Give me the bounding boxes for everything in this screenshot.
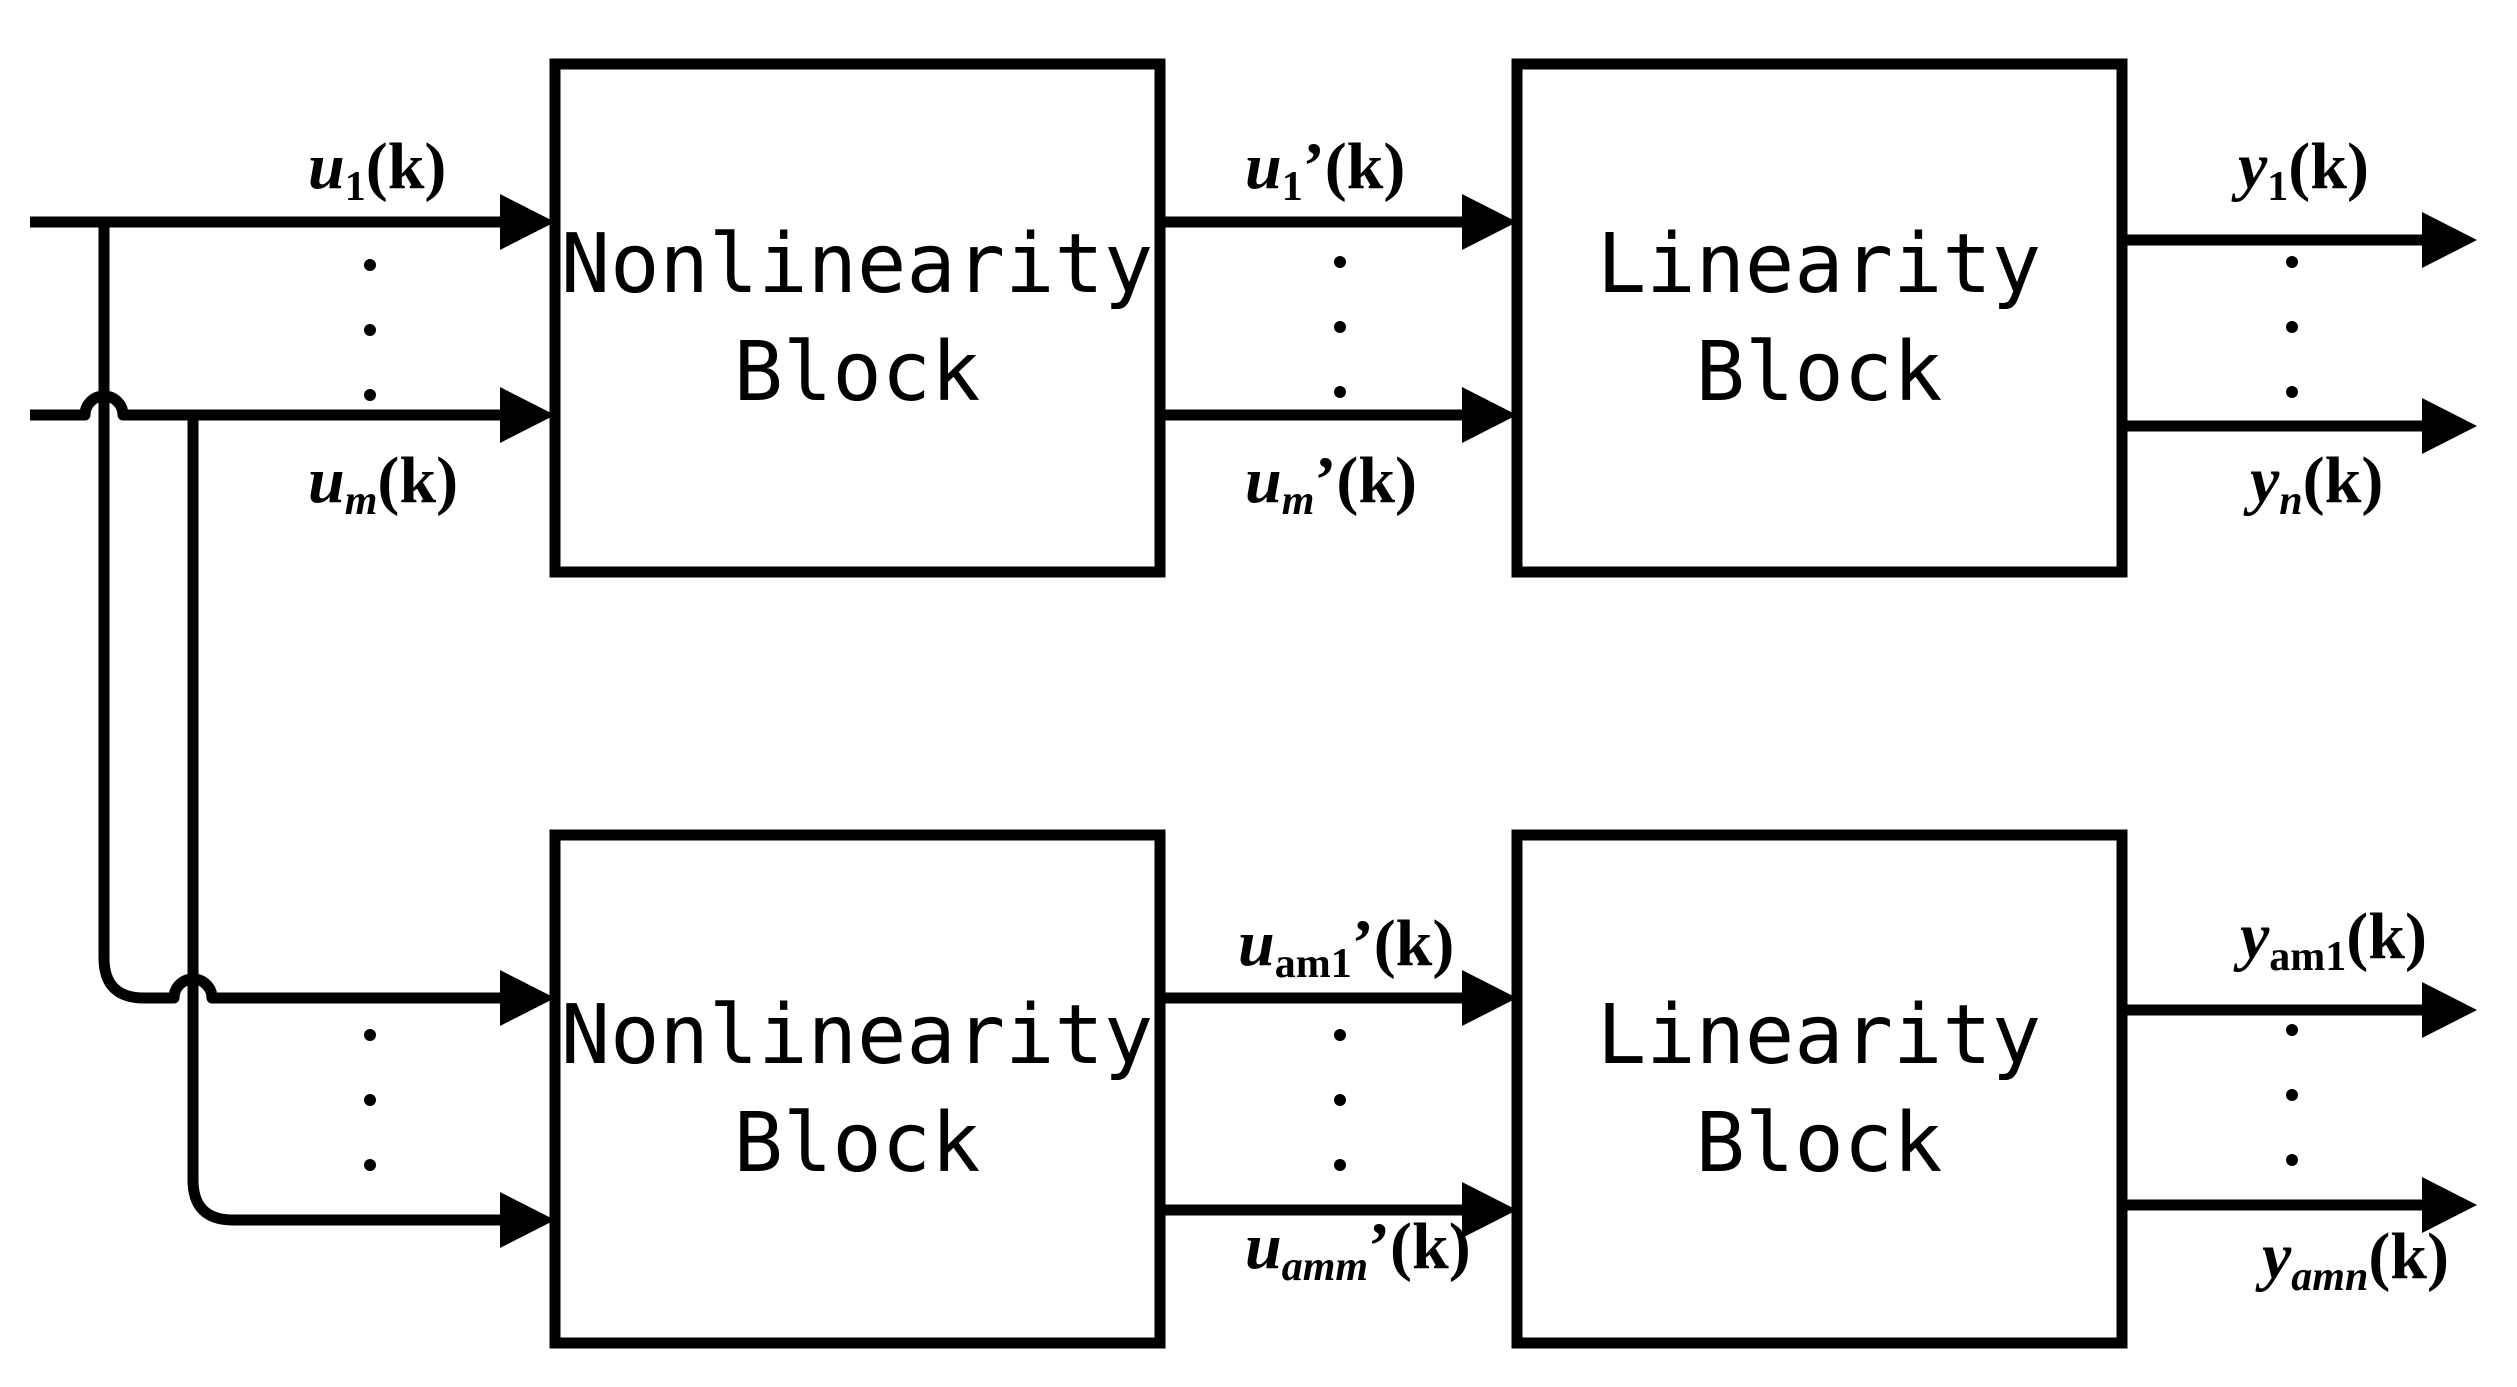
ellipsis-top-input bbox=[364, 259, 376, 401]
top-nonlinearity-block-line2: Block bbox=[734, 325, 981, 420]
label-um-prime: um’(k) bbox=[1245, 444, 1417, 524]
label-yamn: yamn(k) bbox=[2255, 1220, 2449, 1300]
bottom-linearity-block-line2: Block bbox=[1696, 1096, 1943, 1191]
ellipsis-top-output bbox=[2286, 256, 2298, 398]
top-linearity-block-line2: Block bbox=[1696, 325, 1943, 420]
bottom-nonlinearity-block bbox=[549, 829, 1166, 1349]
bus-um-to-bottom bbox=[187, 415, 505, 1226]
arrowhead-yn bbox=[2422, 398, 2477, 454]
arrowhead-u1p bbox=[1462, 194, 1517, 250]
ellipsis-top-middle bbox=[1334, 256, 1346, 398]
bottom-linearity-block bbox=[1511, 829, 2128, 1349]
arrowhead-uammp bbox=[1462, 1182, 1517, 1238]
arrowhead-bottom-in-last bbox=[500, 1192, 555, 1248]
arrowhead-y1 bbox=[2422, 212, 2477, 268]
top-nonlinearity-block bbox=[549, 58, 1166, 578]
top-linearity-block-line1: Linearity bbox=[1597, 217, 2041, 312]
label-y1: y1(k) bbox=[2231, 130, 2369, 210]
top-linearity-block bbox=[1511, 58, 2128, 578]
label-yam1: yam1(k) bbox=[2233, 900, 2427, 980]
arrowhead-bottom-in-first bbox=[500, 970, 555, 1026]
label-um: um(k) bbox=[308, 444, 458, 524]
label-u1: u1(k) bbox=[308, 130, 446, 210]
bottom-nonlinearity-block-line2: Block bbox=[734, 1096, 981, 1191]
bus-u1-to-bottom bbox=[98, 222, 505, 1004]
label-yn: yn(k) bbox=[2243, 444, 2383, 524]
bottom-nonlinearity-block-line1: Nonlinearity bbox=[561, 988, 1153, 1083]
bottom-linearity-block-line1: Linearity bbox=[1597, 988, 2041, 1083]
arrowhead-ump bbox=[1462, 387, 1517, 443]
label-uamm-prime: uamm’(k) bbox=[1245, 1210, 1471, 1290]
arrowhead-yam1 bbox=[2422, 982, 2477, 1038]
top-nonlinearity-block-line1: Nonlinearity bbox=[561, 217, 1153, 312]
label-uam1-prime: uam1’(k) bbox=[1238, 907, 1454, 987]
arrowhead-um bbox=[500, 387, 555, 443]
arrowhead-uam1p bbox=[1462, 970, 1517, 1026]
ellipsis-bottom-output bbox=[2286, 1024, 2298, 1166]
arrowhead-u1 bbox=[500, 194, 555, 250]
ellipsis-bottom-input bbox=[364, 1029, 376, 1171]
label-u1-prime: u1’(k) bbox=[1245, 130, 1405, 210]
arrowhead-yamn bbox=[2422, 1177, 2477, 1233]
ellipsis-bottom-middle bbox=[1334, 1029, 1346, 1171]
